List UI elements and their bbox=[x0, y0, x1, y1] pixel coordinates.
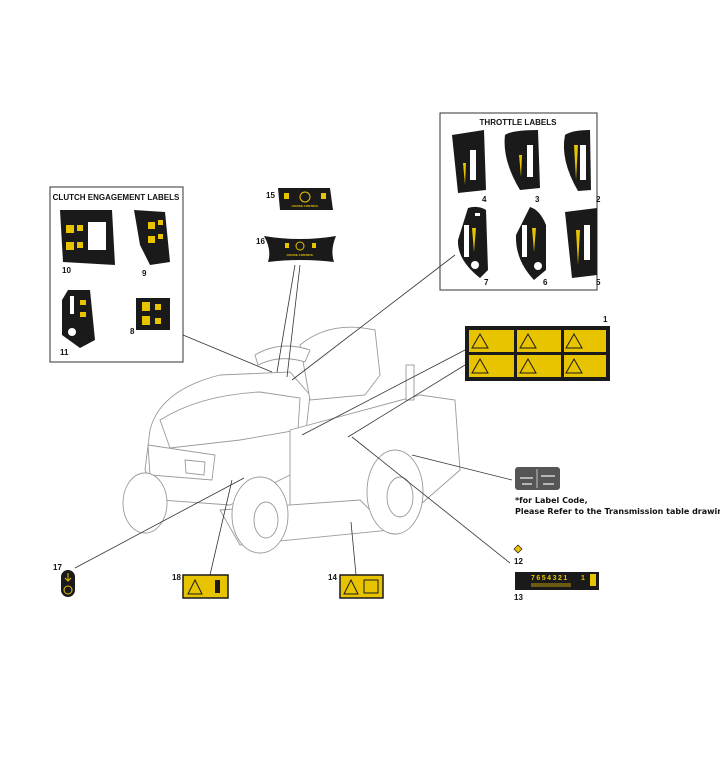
svg-text:18: 18 bbox=[172, 573, 181, 582]
label-12[interactable]: 12 bbox=[513, 544, 523, 566]
svg-text:1: 1 bbox=[581, 575, 585, 582]
label-17-parking-knob[interactable]: 17 bbox=[53, 563, 75, 597]
throttle-label-2[interactable]: 2 bbox=[563, 130, 601, 204]
clutch-group-title: CLUTCH ENGAGEMENT LABELS bbox=[53, 193, 180, 202]
svg-text:6: 6 bbox=[543, 278, 548, 287]
label-8[interactable]: 8 bbox=[130, 298, 170, 336]
clutch-engagement-labels-group: CLUTCH ENGAGEMENT LABELS 10 9 11 8 bbox=[49, 186, 184, 363]
transmission-label[interactable] bbox=[515, 467, 560, 490]
throttle-labels-group: THROTTLE LABELS 4 3 2 7 bbox=[439, 112, 601, 291]
svg-text:1: 1 bbox=[603, 315, 608, 324]
svg-text:16: 16 bbox=[256, 237, 265, 246]
svg-text:7654321: 7654321 bbox=[531, 575, 569, 582]
svg-text:10: 10 bbox=[62, 266, 71, 275]
svg-text:12: 12 bbox=[514, 557, 523, 566]
svg-text:14: 14 bbox=[328, 573, 337, 582]
svg-text:3: 3 bbox=[535, 195, 540, 204]
label-10[interactable]: 10 bbox=[60, 210, 115, 275]
leader-lines bbox=[74, 254, 513, 576]
label-1-warning-sheet[interactable]: 1 bbox=[465, 315, 610, 381]
label-16-cruise-control[interactable]: 16 CRUISE CONTROL bbox=[256, 236, 336, 262]
label-9[interactable]: 9 bbox=[134, 210, 170, 278]
svg-text:17: 17 bbox=[53, 563, 62, 572]
label-11[interactable]: 11 bbox=[60, 290, 95, 357]
svg-text:8: 8 bbox=[130, 327, 135, 336]
svg-text:9: 9 bbox=[142, 269, 147, 278]
svg-text:CRUISE CONTROL: CRUISE CONTROL bbox=[292, 204, 319, 208]
svg-text:11: 11 bbox=[60, 348, 69, 357]
label-14-warning[interactable]: 14 bbox=[328, 573, 384, 599]
note-line-1: *for Label Code, bbox=[515, 496, 588, 505]
svg-text:7: 7 bbox=[484, 278, 489, 287]
note-line-2: Please Refer to the Transmission table d… bbox=[515, 507, 720, 516]
svg-text:4: 4 bbox=[482, 195, 487, 204]
throttle-label-4[interactable]: 4 bbox=[452, 130, 487, 204]
throttle-label-5[interactable]: 5 bbox=[565, 208, 601, 287]
lawn-tractor-drawing bbox=[122, 326, 461, 554]
svg-text:CRUISE CONTROL: CRUISE CONTROL bbox=[287, 253, 314, 257]
label-15-cruise-control[interactable]: 15 CRUISE CONTROL bbox=[266, 188, 333, 210]
throttle-label-6[interactable]: 6 bbox=[515, 207, 548, 287]
throttle-label-7[interactable]: 7 bbox=[457, 206, 489, 287]
svg-text:13: 13 bbox=[514, 593, 523, 602]
svg-text:5: 5 bbox=[596, 278, 601, 287]
svg-text:2: 2 bbox=[596, 195, 601, 204]
throttle-label-3[interactable]: 3 bbox=[504, 130, 540, 204]
label-13-gear-indicator[interactable]: 7654321 1 13 bbox=[514, 572, 599, 602]
throttle-group-title: THROTTLE LABELS bbox=[480, 118, 558, 127]
label-18-warning[interactable]: 18 bbox=[172, 573, 229, 599]
svg-text:15: 15 bbox=[266, 191, 275, 200]
